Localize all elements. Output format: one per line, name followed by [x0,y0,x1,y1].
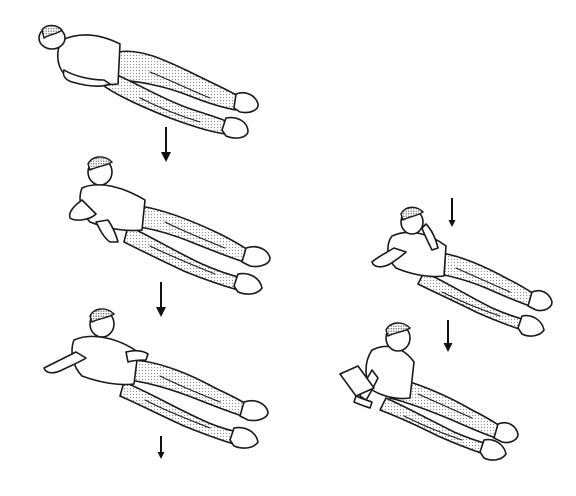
arrow-down-3 [157,436,165,459]
figure-step-4 [371,206,553,337]
figure-step-5 [339,322,519,461]
figure-step-3 [43,308,269,449]
arrow-down-2 [156,282,166,317]
arrow-down-4 [448,198,456,227]
figure-step-1 [38,24,259,139]
arrow-down-1 [161,127,171,162]
arrow-down-5 [443,320,453,352]
figure-step-2 [68,156,271,295]
